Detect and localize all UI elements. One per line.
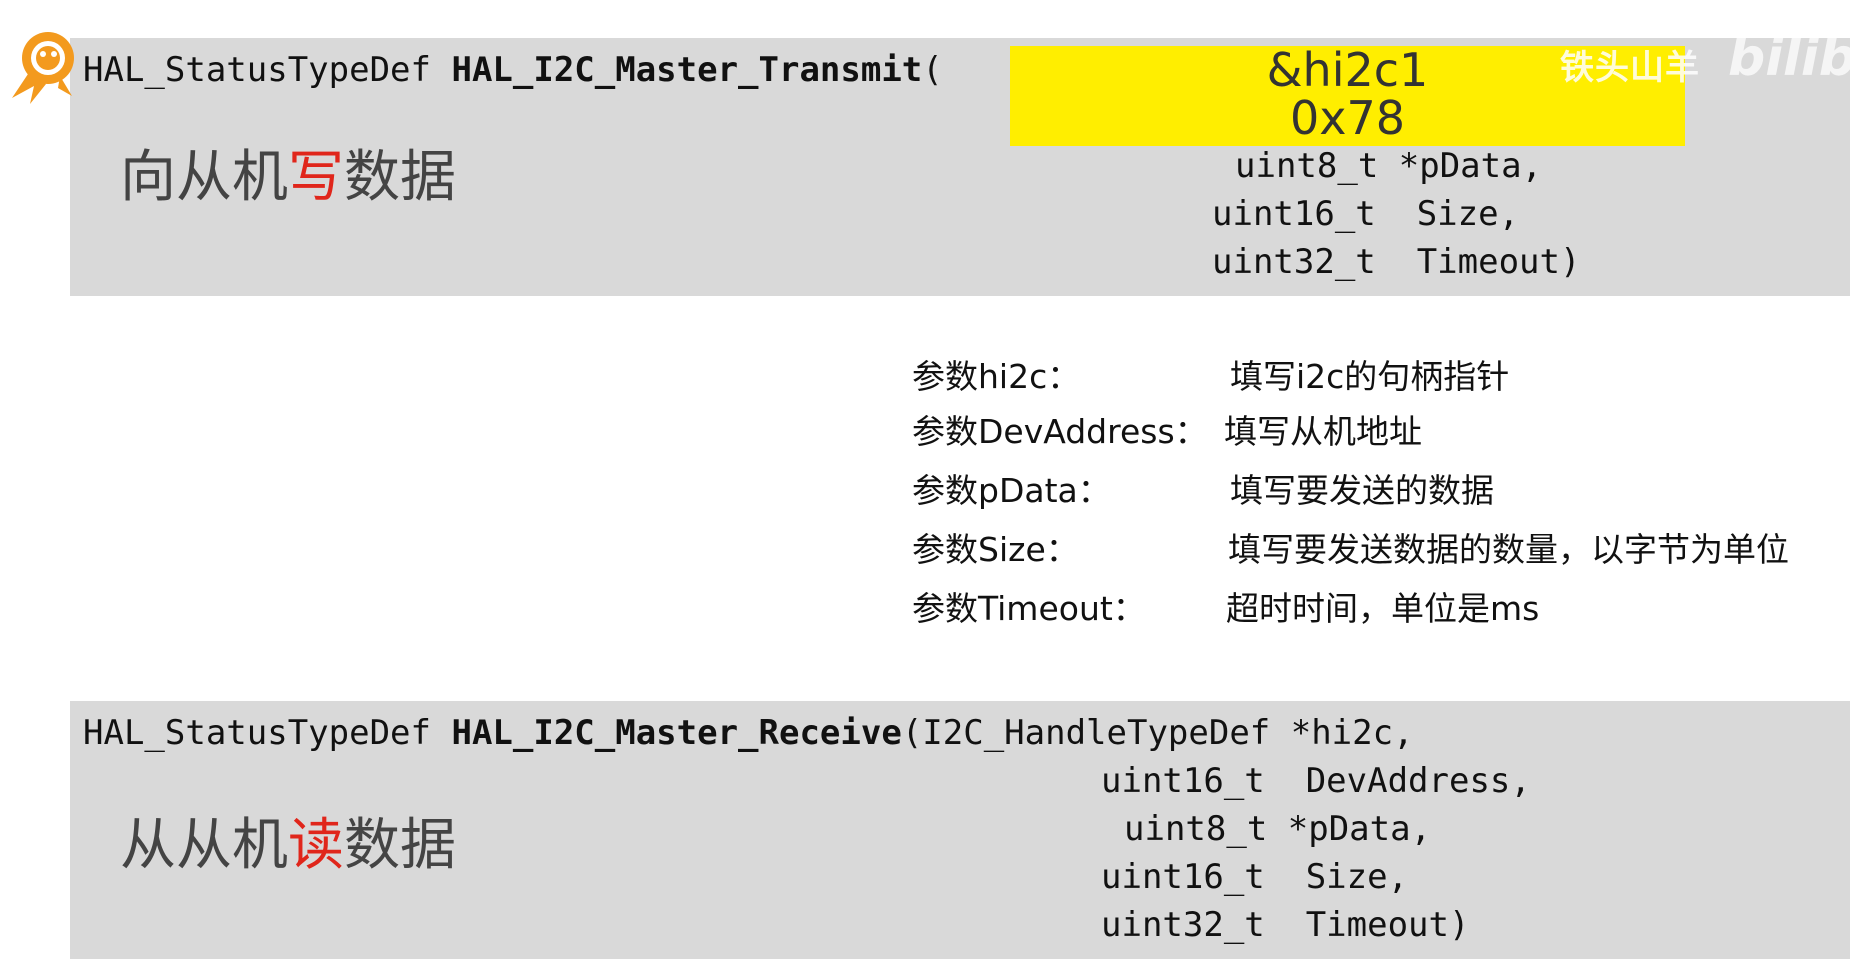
- watermark-author: 铁头山羊: [1560, 48, 1700, 88]
- receive-signature-line: HAL_StatusTypeDef HAL_I2C_Master_Receive…: [83, 713, 1414, 753]
- transmit-signature-line: HAL_StatusTypeDef HAL_I2C_Master_Transmi…: [83, 50, 943, 90]
- receive-param-devaddress: uint16_t DevAddress,: [1101, 761, 1531, 801]
- receive-return-type: HAL_StatusTypeDef: [83, 713, 452, 753]
- transmit-param-size: uint16_t Size,: [1212, 194, 1520, 234]
- transmit-return-type: HAL_StatusTypeDef: [83, 50, 452, 90]
- watermark-bilibili-logo: bilibili: [1728, 28, 1868, 88]
- transmit-title-highlight: 写: [288, 145, 344, 210]
- transmit-highlight-box: &hi2c1 0x78: [1010, 46, 1685, 146]
- lion-head-logo-icon: [12, 32, 74, 104]
- receive-panel: [70, 701, 1850, 959]
- highlight-hi2c1: &hi2c1: [1266, 43, 1429, 97]
- transmit-param-timeout: uint32_t Timeout): [1212, 242, 1581, 282]
- receive-param-size: uint16_t Size,: [1101, 857, 1409, 897]
- highlight-address: 0x78: [1289, 91, 1406, 145]
- receive-function-name: HAL_I2C_Master_Receive: [451, 713, 902, 753]
- receive-param-timeout: uint32_t Timeout): [1101, 905, 1470, 945]
- receive-title: 从从机读数据: [120, 813, 456, 878]
- transmit-open-paren: (: [922, 50, 943, 90]
- receive-param-pdata: uint8_t *pData,: [1124, 809, 1432, 849]
- receive-param-hi2c: (I2C_HandleTypeDef *hi2c,: [901, 713, 1414, 753]
- transmit-function-name: HAL_I2C_Master_Transmit: [451, 50, 923, 90]
- transmit-param-pdata: uint8_t *pData,: [1235, 146, 1543, 186]
- transmit-title: 向从机写数据: [120, 145, 456, 210]
- receive-title-highlight: 读: [288, 813, 344, 878]
